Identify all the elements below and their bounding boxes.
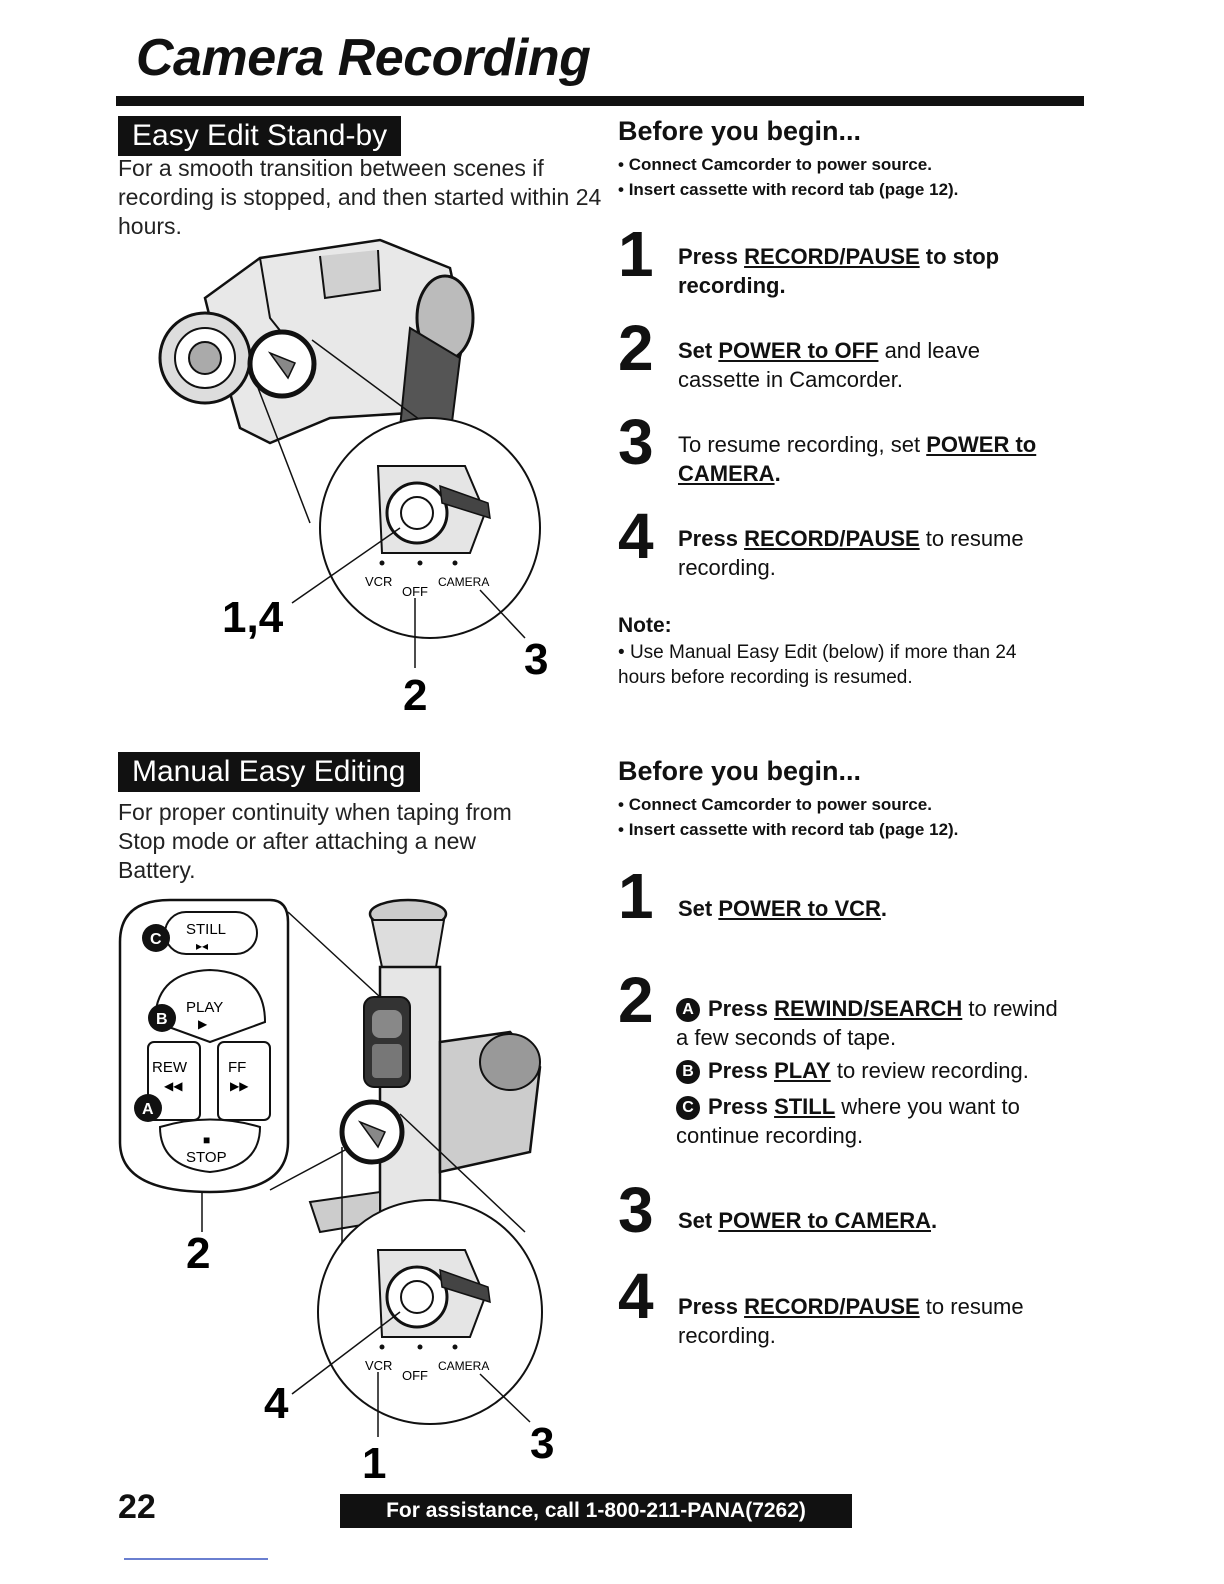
page-number: 22 [118, 1488, 156, 1526]
still-button-label: STILL [186, 921, 226, 938]
list-item: • Connect Camcorder to power source. [618, 155, 932, 174]
rew-icon: ◀◀ [164, 1079, 183, 1093]
stop-button-label: STOP [186, 1149, 227, 1166]
page-title: Camera Recording [136, 29, 591, 87]
section-header-easy-edit: Easy Edit Stand-by [118, 116, 402, 156]
step-text: Set POWER to CAMERA. [678, 1208, 938, 1233]
step-number: 4 [618, 1260, 654, 1332]
before-you-begin-list: • Connect Camcorder to power source. • I… [618, 152, 1058, 202]
assistance-banner: For assistance, call 1-800-211-PANA(7262… [340, 1494, 852, 1528]
step-number: 2 [618, 312, 654, 384]
marker-a: A [142, 1101, 154, 1118]
switch-label-vcr: VCR [365, 574, 392, 589]
camcorder-controls-illustration: STILL ▸◂ PLAY ▶ REW ◀◀ FF ▶▶ ■ STOP C B … [118, 898, 554, 1482]
switch-label-off: OFF [402, 1368, 428, 1383]
section-intro: For proper continuity when taping from S… [118, 799, 512, 883]
step-text: Press RECORD/PAUSE to stop recording. [678, 244, 1000, 298]
callout-3: 3 [524, 635, 548, 684]
stop-icon: ■ [203, 1133, 210, 1147]
marker-b: B [156, 1011, 168, 1028]
switch-label-vcr: VCR [365, 1358, 392, 1373]
switch-label-camera: CAMERA [438, 1359, 489, 1373]
step-number: 3 [618, 1174, 654, 1246]
step-number: 1 [618, 860, 654, 932]
play-icon: ▶ [198, 1017, 208, 1031]
rew-button-label: REW [152, 1059, 188, 1076]
ff-button-label: FF [228, 1059, 246, 1076]
marker-c: C [150, 931, 162, 948]
note-title: Note: [618, 614, 672, 637]
section-intro: For a smooth transition between scenes i… [118, 155, 602, 239]
marker-b-icon: B [676, 1060, 700, 1085]
list-item: • Insert cassette with record tab (page … [618, 180, 959, 199]
callout-2: 2 [186, 1229, 210, 1278]
before-you-begin-title: Before you begin... [618, 756, 862, 786]
ff-icon: ▶▶ [230, 1079, 249, 1093]
before-you-begin-list: • Connect Camcorder to power source. • I… [618, 792, 1058, 842]
bottom-divider [124, 1558, 268, 1560]
step-number: 3 [618, 406, 654, 478]
step-text: Set POWER to OFF and leave cassette in C… [678, 338, 980, 392]
step-text: Press RECORD/PAUSE to resume recording. [678, 1294, 1024, 1348]
callout-4: 4 [264, 1379, 289, 1428]
still-button-icon: ▸◂ [196, 939, 208, 953]
list-item: • Connect Camcorder to power source. [618, 795, 932, 814]
callout-1: 1 [362, 1439, 386, 1482]
step-text: Set POWER to VCR. [678, 896, 888, 921]
marker-a-icon: A [676, 998, 700, 1023]
step-number: 4 [618, 500, 654, 572]
switch-label-off: OFF [402, 584, 428, 599]
note-text: • Use Manual Easy Edit (below) if more t… [618, 642, 1017, 688]
camcorder-power-switch-illustration: VCR OFF CAMERA 1,4 2 3 [158, 238, 548, 718]
list-item: • Insert cassette with record tab (page … [618, 820, 959, 839]
section-header-manual-easy-editing: Manual Easy Editing [118, 752, 420, 792]
switch-label-camera: CAMERA [438, 575, 489, 589]
play-button-label: PLAY [186, 999, 223, 1016]
title-rule [116, 96, 1084, 106]
before-you-begin-title: Before you begin... [618, 116, 862, 146]
step-number: 2 [618, 964, 654, 1036]
step-number: 1 [618, 218, 654, 290]
callout-1-4: 1,4 [222, 593, 284, 642]
step-text: To resume recording, set POWER to CAMERA… [678, 432, 1037, 486]
step-text: Press RECORD/PAUSE to resume recording. [678, 526, 1024, 580]
callout-3: 3 [530, 1419, 554, 1468]
callout-2: 2 [403, 671, 427, 718]
marker-c-icon: C [676, 1096, 700, 1121]
